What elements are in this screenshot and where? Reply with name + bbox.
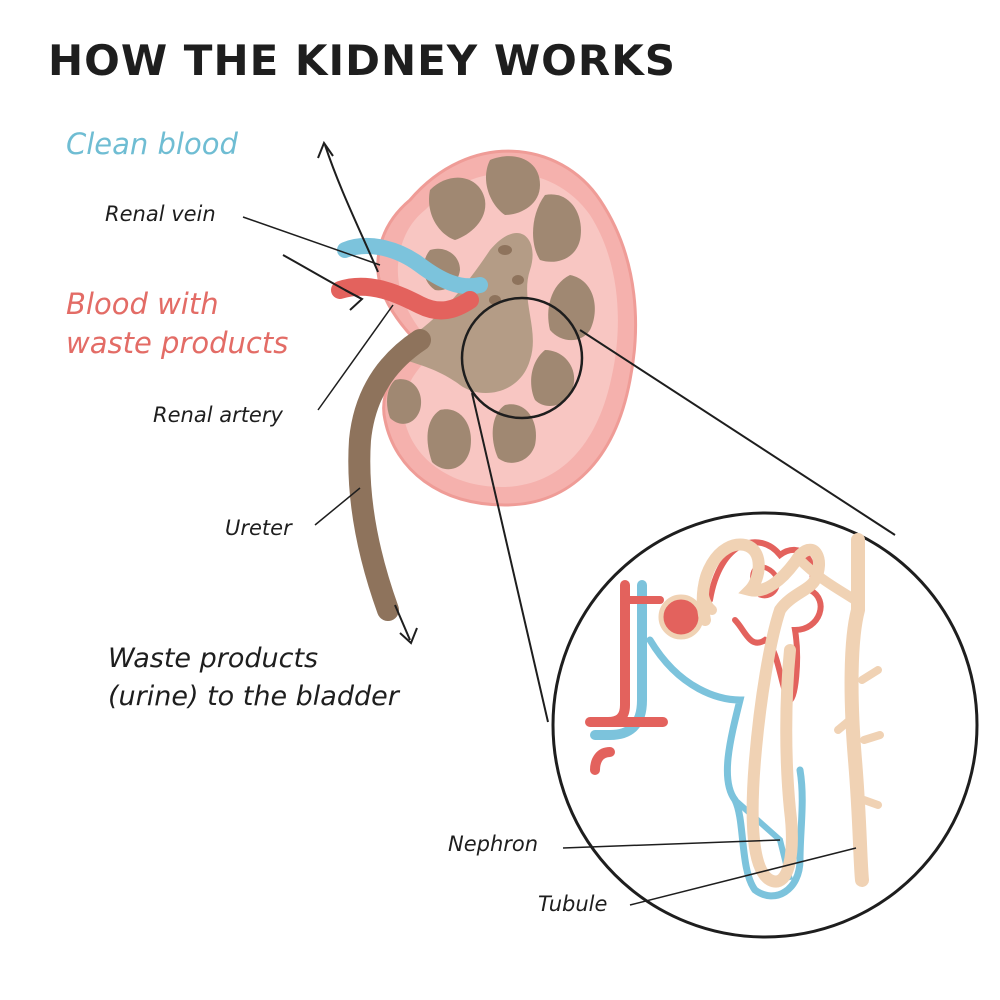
pyramid — [427, 409, 471, 470]
waste-products-label-line2: (urine) to the bladder — [108, 681, 399, 712]
waste-products-label-line1: Waste products — [108, 643, 319, 674]
renal-artery-pointer — [317, 304, 394, 411]
renal-artery-label: Renal artery — [153, 403, 283, 427]
nephron-pointer — [562, 839, 781, 849]
blood-with-waste-label-line2: waste products — [66, 326, 289, 360]
blood-with-waste-label-line1: Blood with — [66, 287, 219, 321]
ureter-label: Ureter — [225, 516, 292, 540]
tubule-loop — [696, 538, 825, 888]
pyramid — [533, 194, 581, 262]
tubule-label: Tubule — [538, 892, 608, 916]
collecting-tubule — [844, 533, 869, 887]
pyramid — [531, 350, 575, 406]
tubule-pointer — [629, 847, 857, 906]
glomerulus — [658, 594, 704, 640]
page-title: HOW THE KIDNEY WORKS — [48, 36, 676, 85]
pyramid — [387, 379, 422, 424]
urine-arrow — [394, 604, 411, 641]
renal-artery — [331, 277, 479, 320]
pyramid — [429, 177, 486, 240]
ureter-pointer — [314, 487, 361, 526]
pyramid — [548, 275, 595, 341]
pyramid — [485, 156, 540, 215]
ureter — [348, 329, 431, 621]
nephron-label: Nephron — [448, 832, 539, 856]
zoom-source-circle — [460, 296, 584, 420]
clean-blood-arrow — [324, 144, 379, 273]
renal-vein-label: Renal vein — [105, 202, 216, 226]
renal-vein-pointer — [242, 216, 381, 266]
renal-pelvis — [405, 232, 533, 393]
clean-blood-label: Clean blood — [66, 127, 238, 161]
